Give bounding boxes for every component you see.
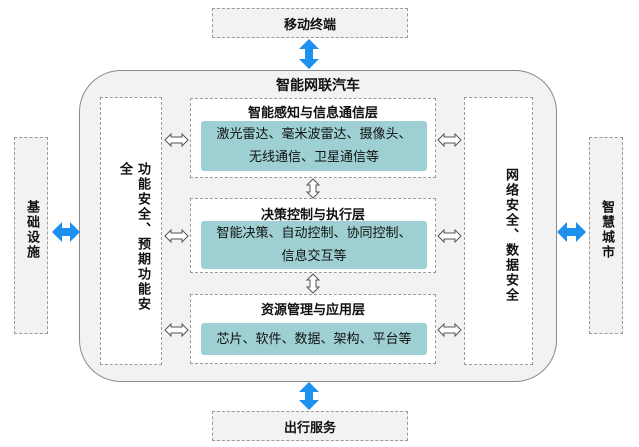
resource-content-line-1: 芯片、软件、数据、架构、平台等 [216,331,412,347]
infrastructure-box: 基础设施 [14,137,48,334]
decision-content-line-2: 信息交互等 [281,249,347,264]
blue-double-arrow-top-icon [299,39,319,69]
perception-layer-title: 智能感知与信息通信层 [247,106,378,121]
mobile-terminal-label: 移动终端 [283,17,336,33]
hollow-double-arrow-vertical-2-icon [305,273,321,294]
mobility-service-box: 出行服务 [212,411,408,441]
container-title: 智能网联汽车 [276,78,360,94]
resource-application-layer: 资源管理与应用层 芯片、软件、数据、架构、平台等 [190,294,436,364]
blue-double-arrow-bottom-icon [299,382,319,410]
network-data-security-label: 网络安全、数据安全 [503,168,518,303]
blue-double-arrow-right-icon [557,222,586,242]
network-data-security-panel: 网络安全、数据安全 [464,97,533,365]
hollow-double-arrow-left-2-icon [164,228,189,244]
blue-double-arrow-left-icon [52,222,80,242]
resource-layer-content: 芯片、软件、数据、架构、平台等 [201,323,427,355]
resource-layer-title: 资源管理与应用层 [260,303,365,318]
hollow-double-arrow-right-3-icon [437,322,462,338]
functional-safety-label: 功能安全、预期功能安全 [117,162,150,312]
perception-communication-layer: 智能感知与信息通信层 激光雷达、毫米波雷达、摄像头、 无线通信、卫星通信等 [190,98,436,178]
decision-layer-title: 决策控制与执行层 [260,208,365,223]
hollow-arrows-vertical [305,178,321,294]
infrastructure-label: 基础设施 [24,200,39,260]
perception-layer-content: 激光雷达、毫米波雷达、摄像头、 无线通信、卫星通信等 [201,121,427,171]
smart-city-label: 智慧城市 [599,200,614,260]
decision-content-line-1: 智能决策、自动控制、协同控制、 [216,226,412,241]
hollow-double-arrow-right-2-icon [437,228,462,244]
hollow-arrows-left [164,132,189,338]
hollow-double-arrow-vertical-1-icon [305,178,321,199]
decision-control-layer: 决策控制与执行层 智能决策、自动控制、协同控制、 信息交互等 [190,198,436,273]
hollow-double-arrow-left-1-icon [164,132,189,148]
hollow-double-arrow-right-1-icon [437,132,462,148]
hollow-double-arrow-left-3-icon [164,322,189,338]
hollow-arrows-right [437,132,462,338]
perception-content-line-2: 无线通信、卫星通信等 [248,150,379,165]
perception-content-line-1: 激光雷达、毫米波雷达、摄像头、 [216,127,412,142]
smart-city-box: 智慧城市 [589,137,623,334]
mobility-service-label: 出行服务 [283,420,336,436]
mobile-terminal-box: 移动终端 [212,8,408,38]
functional-safety-panel: 功能安全、预期功能安全 [100,97,162,365]
decision-layer-content: 智能决策、自动控制、协同控制、 信息交互等 [201,221,427,269]
